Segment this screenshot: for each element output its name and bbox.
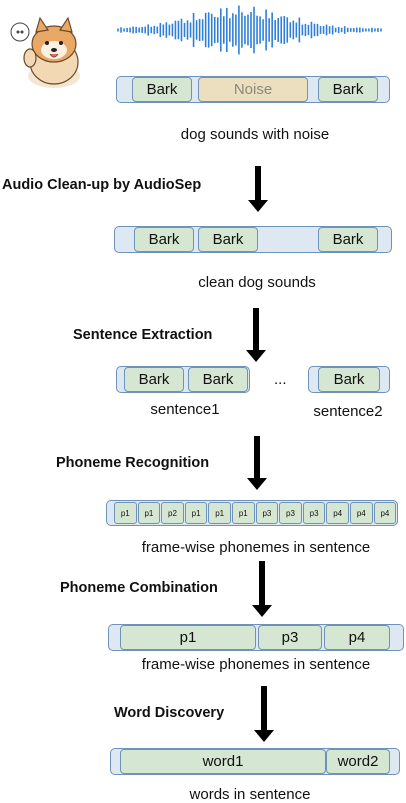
phoneme-segment: p1 xyxy=(120,625,256,650)
phoneme-frame-cell: p1 xyxy=(114,502,137,524)
waveform-graphic xyxy=(117,5,382,55)
step-word-discovery: Word Discovery xyxy=(114,705,225,721)
arrow-down-icon xyxy=(248,166,268,212)
clean-audio-caption: clean dog sounds xyxy=(198,274,316,291)
step-audio-cleanup: Audio Clean-up by AudioSep xyxy=(2,177,202,193)
dog-illustration xyxy=(10,16,80,88)
phoneme-segment: p4 xyxy=(324,625,390,650)
phoneme-frame-cell: p2 xyxy=(161,502,184,524)
noise-segment: Noise xyxy=(198,77,308,102)
arrow-down-icon xyxy=(246,308,266,362)
phoneme-frame-cell: p1 xyxy=(208,502,231,524)
phoneme-frame-cell: p4 xyxy=(350,502,373,524)
phoneme-frame-cell: p3 xyxy=(255,502,279,524)
bark-segment: Bark xyxy=(134,227,194,252)
arrow-down-icon xyxy=(254,686,274,742)
phoneme-frame-cell: p1 xyxy=(232,502,255,524)
bark-segment: Bark xyxy=(198,227,258,252)
phoneme-frame-cell: p3 xyxy=(302,502,326,524)
phoneme-frame-cell: p4 xyxy=(326,502,349,524)
ellipsis: ... xyxy=(274,371,287,388)
bark-segment: Bark xyxy=(124,367,184,392)
bark-segment: Bark xyxy=(318,367,380,392)
arrow-down-icon xyxy=(252,561,272,617)
phoneme-frame-cell: p1 xyxy=(137,502,161,524)
combined-phoneme-caption: frame-wise phonemes in sentence xyxy=(141,656,371,673)
frame-phoneme-caption: frame-wise phonemes in sentence xyxy=(141,539,371,556)
noisy-audio-caption: dog sounds with noise xyxy=(180,126,330,143)
word-segment: word1 xyxy=(120,749,326,774)
bark-segment: Bark xyxy=(188,367,248,392)
step-phoneme-combination: Phoneme Combination xyxy=(60,580,218,596)
arrow-down-icon xyxy=(247,436,267,490)
bark-segment: Bark xyxy=(318,77,378,102)
phoneme-frame-cell: p3 xyxy=(279,502,302,524)
word-segment: word2 xyxy=(326,749,390,774)
phoneme-frame-cell: p4 xyxy=(373,502,397,524)
words-caption: words in sentence xyxy=(189,786,311,803)
phoneme-frame-cell: p1 xyxy=(184,502,208,524)
step-phoneme-recognition: Phoneme Recognition xyxy=(56,455,210,471)
bark-segment: Bark xyxy=(132,77,192,102)
phoneme-segment: p3 xyxy=(258,625,322,650)
sentence1-label: sentence1 xyxy=(150,401,220,418)
step-sentence-extraction: Sentence Extraction xyxy=(73,327,213,343)
sentence2-label: sentence2 xyxy=(313,403,383,420)
bark-segment: Bark xyxy=(318,227,378,252)
